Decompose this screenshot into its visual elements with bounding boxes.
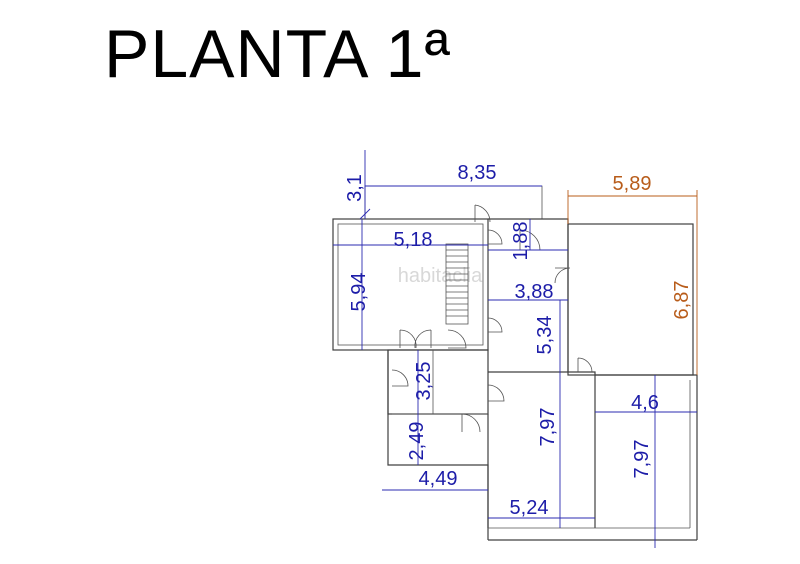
door-right-room bbox=[577, 357, 593, 373]
center-room-wall bbox=[488, 371, 596, 528]
dim-top-depth: 3,1 bbox=[344, 174, 366, 202]
door-left-b bbox=[414, 329, 432, 349]
door-corridor bbox=[391, 369, 409, 387]
door-small-room bbox=[519, 229, 541, 251]
door-lower-left bbox=[461, 413, 481, 433]
door-left-a bbox=[399, 329, 417, 349]
dim-lower-left-depth: 2,49 bbox=[406, 422, 428, 461]
door-center bbox=[487, 384, 505, 402]
dim-center-room-width: 5,24 bbox=[510, 497, 549, 519]
stair-corridor-wall bbox=[387, 349, 489, 415]
dim-center-room-depth: 7,97 bbox=[537, 408, 559, 447]
dim-hall-depth: 5,34 bbox=[534, 316, 556, 355]
top-balcony-wall bbox=[364, 185, 543, 219]
dim-lower-left-width: 4,49 bbox=[419, 468, 458, 490]
door-hall-top bbox=[487, 229, 503, 245]
watermark: habitaclia bbox=[398, 265, 483, 287]
dim-small-room-depth: 1,88 bbox=[510, 222, 532, 261]
dim-hall-width: 3,88 bbox=[515, 281, 554, 303]
door-hall-mid bbox=[487, 317, 503, 333]
door-stair bbox=[447, 329, 467, 349]
dim-right-room-width: 4,6 bbox=[631, 392, 659, 414]
door-top bbox=[474, 204, 491, 223]
dimension-lines-orange bbox=[567, 190, 698, 375]
dim-top-width: 8,35 bbox=[458, 162, 497, 184]
lower-left-wall bbox=[387, 350, 489, 528]
staircase bbox=[445, 243, 469, 325]
door-right-wing bbox=[554, 267, 571, 284]
plan-title: PLANTA 1ª bbox=[104, 16, 451, 92]
walls bbox=[332, 185, 698, 541]
dim-left-room-depth: 5,94 bbox=[348, 273, 370, 312]
dim-right-room-depth: 7,97 bbox=[631, 440, 653, 479]
dim-right-wing-depth: 6,87 bbox=[671, 281, 693, 320]
dim-stair-room-depth: 3,25 bbox=[413, 362, 435, 401]
dimension-lines bbox=[333, 150, 697, 548]
dim-left-room-width: 5,18 bbox=[394, 229, 433, 251]
doors bbox=[391, 204, 593, 433]
dim-right-wing-width: 5,89 bbox=[613, 173, 652, 195]
